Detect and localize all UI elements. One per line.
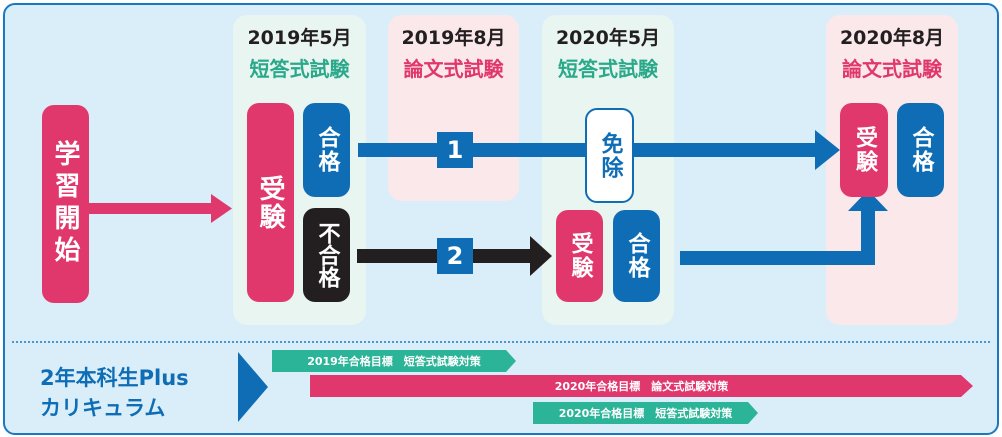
pass-box: 合格 [303,103,350,197]
exempt-box: 免除 [585,108,634,203]
column-date: 2019年5月 [247,27,352,49]
arrow-2020-pass-to-essay [680,190,888,265]
curriculum-arrow-icon [238,352,268,422]
column-2019-aug: 2019年8月 論文式試験 [388,15,519,201]
curriculum-bar-2019-short: 2019年合格目標 短答式試験対策 [272,350,516,372]
curriculum-bar-2020-essay: 2020年合格目標 論文式試験対策 [310,375,973,397]
column-exam: 論文式試験 [842,57,942,81]
exam-take-box: 受験 [247,103,294,302]
exam-take-box: 受験 [556,210,603,302]
study-start-box: 学習開始 [42,105,89,303]
curriculum-title: 2年本科生Plus [40,366,189,390]
curriculum-subtitle: カリキュラム [40,396,166,420]
column-exam: 短答式試験 [558,57,658,81]
column-exam: 短答式試験 [249,57,350,81]
route-2-badge: 2 [437,238,473,274]
column-date: 2019年8月 [401,27,506,49]
arrow-start-to-exam [88,194,232,223]
column-exam: 論文式試験 [403,57,504,81]
exam-take-box: 受験 [840,103,888,197]
pass-box: 合格 [897,103,944,197]
column-date: 2020年5月 [555,27,661,49]
pass-box: 合格 [613,210,660,302]
fail-box: 不合格 [303,208,350,302]
column-date: 2020年8月 [839,27,945,49]
curriculum-bar-2020-short: 2020年合格目標 短答式試験対策 [533,402,758,424]
route-1-badge: 1 [437,132,473,168]
